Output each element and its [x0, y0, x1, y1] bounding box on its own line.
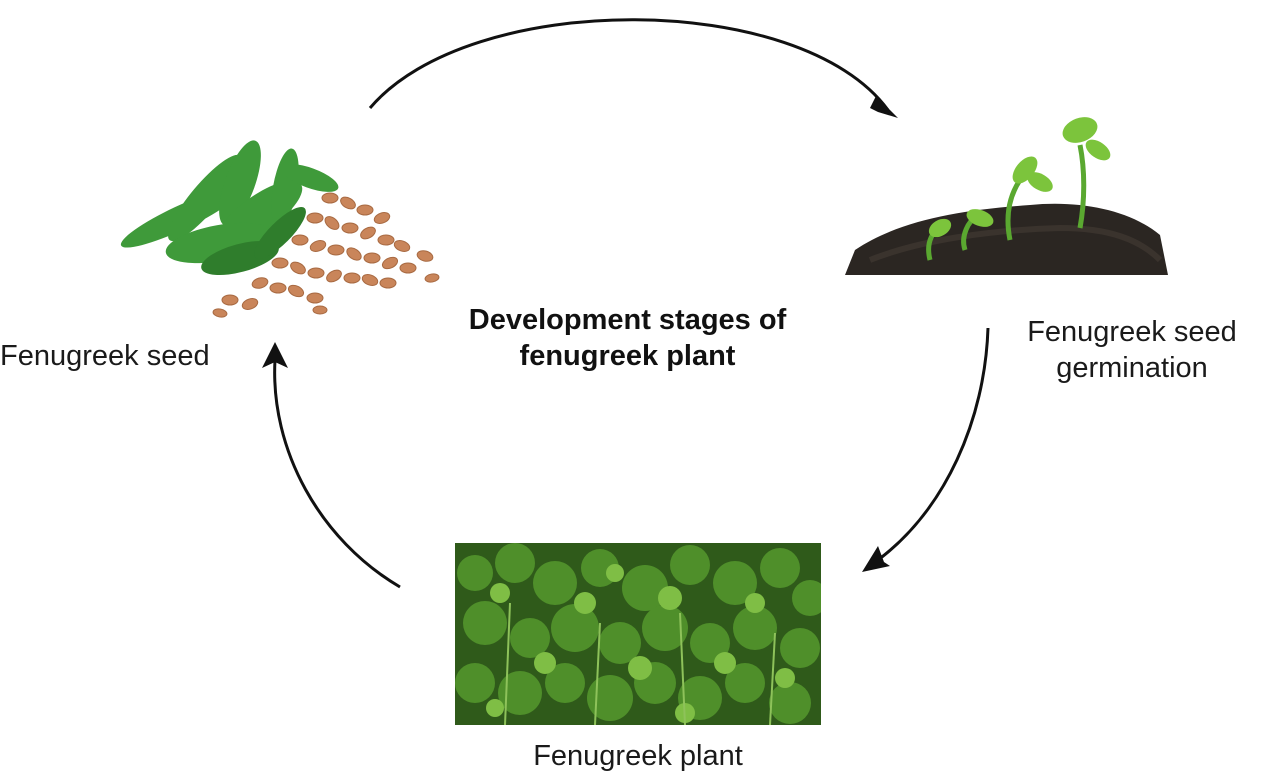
diagram-title-line2: fenugreek plant — [519, 340, 736, 372]
diagram-title: Development stages of fenugreek plant — [400, 302, 855, 374]
arrow-head-right — [862, 546, 890, 572]
arrow-head-left — [262, 342, 288, 368]
arrow-plant-to-seed — [273, 359, 401, 589]
diagram-title-line1: Development stages of — [468, 304, 787, 336]
stage-label-germination-line1: Fenugreek seed — [1027, 316, 1237, 348]
seedling-illustration — [845, 117, 1168, 275]
stage-label-germination: Fenugreek seed germination — [1000, 314, 1264, 386]
plant-illustration — [455, 543, 821, 725]
stage-label-seed: Fenugreek seed — [0, 340, 210, 372]
stage-label-germination-line2: germination — [1056, 352, 1208, 384]
stage-label-plant: Fenugreek plant — [533, 740, 743, 772]
arrow-germination-to-plant — [877, 327, 990, 562]
arrow-seed-to-germination — [368, 18, 890, 111]
seed-illustration — [120, 140, 440, 318]
arrow-head-top — [870, 96, 898, 118]
